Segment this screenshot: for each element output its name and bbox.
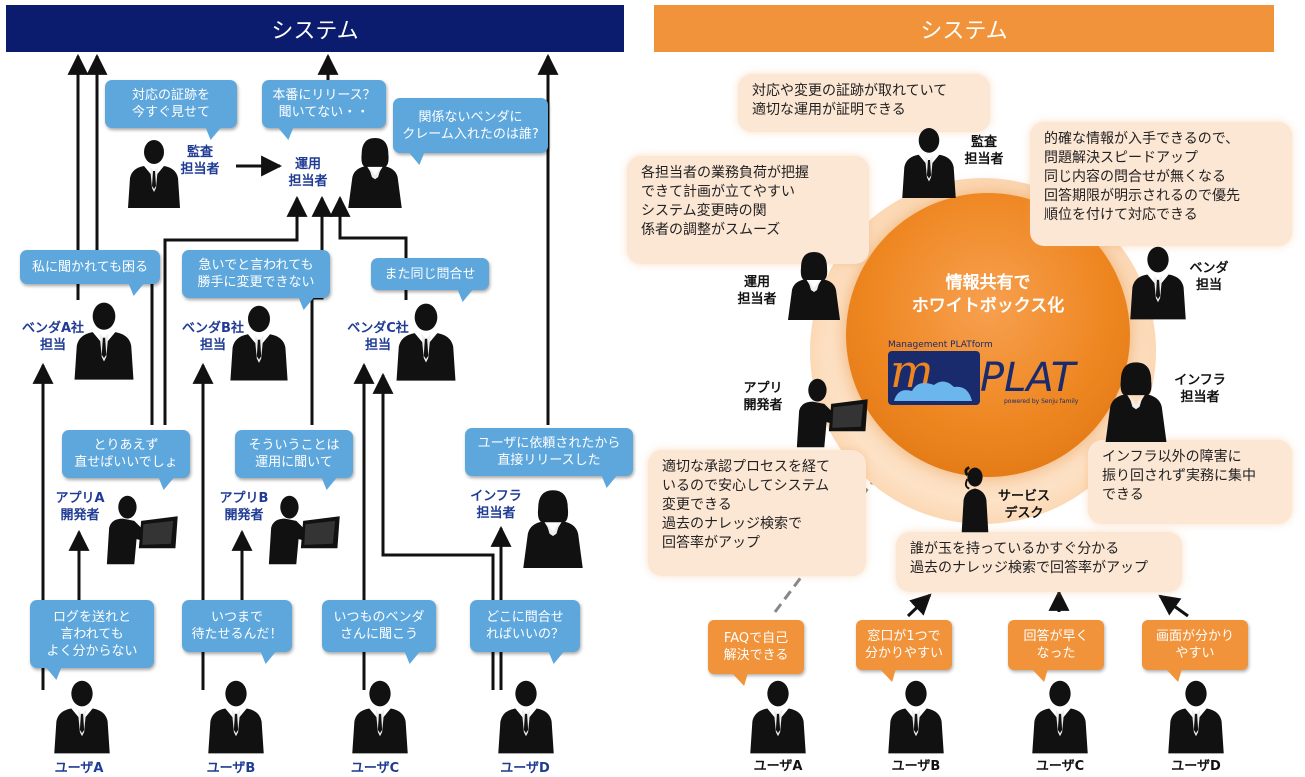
arrow-appB-ops: [310, 195, 333, 425]
userD-person-icon: [494, 676, 558, 756]
bubble-vendor-claim: 関係ないベンダに クレーム入れたのは誰?: [393, 98, 548, 153]
label-vendorA: ベンダA社 担当: [21, 321, 85, 353]
label-vendorC: ベンダC社 担当: [347, 321, 409, 353]
box-ops: 各担当者の業務負荷が把握 できて計画が立てやすい システム変更時の関 係者の調整…: [627, 156, 869, 264]
left-title: システム: [271, 18, 359, 44]
box-app: 適切な承認プロセスを経て いるので安心してシステム 変更できる 過去のナレッジ検…: [648, 450, 866, 576]
right-label-userA: ユーザA: [753, 759, 803, 774]
userA-person-icon: [50, 676, 114, 756]
right-label-service: サービス デスク: [997, 489, 1050, 521]
right-label-infra: インフラ 担当者: [1174, 373, 1226, 405]
bubble-vendorB: 急いでと言われても 勝手に変更できない: [182, 250, 330, 298]
vendorA-person-icon: [70, 300, 138, 380]
label-userA: ユーザA: [54, 761, 104, 776]
left-title-bar: システム: [6, 5, 624, 52]
right-label-userB: ユーザB: [891, 759, 941, 774]
bubble-userA: ログを送れと 言われても よく分からない: [30, 600, 154, 668]
right-ops-person-icon: [784, 246, 844, 324]
appA-developer-icon: [100, 494, 180, 566]
right-audit-person-icon: [898, 126, 960, 198]
bubble-userB: いつまで 待たせるんだ！: [182, 600, 292, 652]
right-label-vendor: ベンダ 担当: [1189, 261, 1229, 293]
right-vendor-person-icon: [1126, 242, 1190, 322]
userB-person-icon: [204, 676, 268, 756]
logo-powered: powered by Senju family: [1004, 398, 1079, 405]
right-label-audit: 監査 担当者: [964, 135, 1004, 167]
bubble-vendorC: また同じ問合せ: [371, 258, 489, 290]
right-userC-person-icon: [1028, 676, 1092, 756]
arrow-userB-service: [906, 593, 932, 618]
bubble-vendorA: 私に聞かれても困る: [20, 250, 160, 284]
arrow-appA-ops: [163, 195, 308, 425]
label-userB: ユーザB: [206, 761, 256, 776]
label-audit: 監査 担当者: [180, 145, 220, 177]
box-vendor: 的確な情報が入手できるので、 問題解決スピードアップ 同じ内容の問合せが無くなる…: [1030, 122, 1292, 246]
right-label-app: アプリ 開発者: [743, 381, 783, 413]
box-service: 誰が玉を持っているかすぐ分かる 過去のナレッジ検索で回答率がアップ: [896, 532, 1182, 592]
bubble-right-userB: 窓口が1つで 分かりやすい: [856, 620, 952, 670]
userC-person-icon: [348, 676, 412, 756]
bubble-userD: どこに問合せ ればいいの？: [470, 600, 580, 652]
bubble-appA: とりあえず 直せばいいでしょ: [62, 430, 190, 478]
box-infra: インフラ以外の障害に 振り回されず実務に集中 できる: [1088, 440, 1292, 524]
right-label-ops: 運用 担当者: [737, 275, 777, 307]
bubble-right-userD: 画面が分かり やすい: [1142, 620, 1248, 670]
label-appB: アプリB 開発者: [219, 491, 269, 523]
logo-plat: PLAT: [980, 355, 1079, 401]
right-infra-person-icon: [1100, 360, 1172, 442]
right-label-userD: ユーザD: [1171, 759, 1221, 774]
infra-person-icon: [516, 488, 590, 568]
right-app-developer-icon: [790, 378, 870, 448]
bubble-right-userA: FAQで自己 解決できる: [708, 620, 804, 674]
right-userD-person-icon: [1164, 676, 1228, 756]
vendorB-person-icon: [226, 302, 292, 382]
bubble-release: 本番にリリース？ 聞いてない・・: [262, 80, 386, 128]
right-label-userC: ユーザC: [1035, 759, 1085, 774]
vendorC-person-icon: [392, 300, 460, 382]
bubble-userC: いつものベンダ さんに聞こう: [322, 600, 436, 652]
label-appA: アプリA 開発者: [55, 491, 105, 523]
bubble-right-userC: 回答が早く なった: [1008, 620, 1104, 670]
right-userB-person-icon: [884, 676, 948, 756]
bubble-appB: そういうことは 運用に聞いて: [235, 430, 353, 478]
appB-developer-icon: [262, 494, 342, 566]
label-userD: ユーザD: [500, 761, 550, 776]
bubble-infra: ユーザに依頼されたから 直接リリースした: [465, 428, 633, 476]
center-title: 情報共有で ホワイトボックス化: [911, 273, 1065, 316]
bubble-audit: 対応の証跡を 今すぐ見せて: [105, 80, 237, 128]
label-userC: ユーザC: [350, 761, 400, 776]
box-audit: 対応や変更の証跡が取れていて 適切な運用が証明できる: [738, 74, 990, 132]
mplat-logo: Management PLATform m PLAT powered by Se…: [888, 340, 1079, 405]
label-infra: インフラ 担当者: [470, 489, 522, 521]
right-title-bar: システム: [654, 5, 1274, 52]
label-ops: 運用 担当者: [288, 157, 328, 189]
logo-tagline: Management PLATform: [888, 340, 993, 350]
right-title: システム: [920, 18, 1008, 44]
right-servicedesk-person-icon: [956, 464, 994, 534]
label-vendorB: ベンダB社 担当: [182, 321, 244, 353]
arrow-userD-service: [1158, 594, 1189, 618]
right-userA-person-icon: [746, 676, 810, 756]
